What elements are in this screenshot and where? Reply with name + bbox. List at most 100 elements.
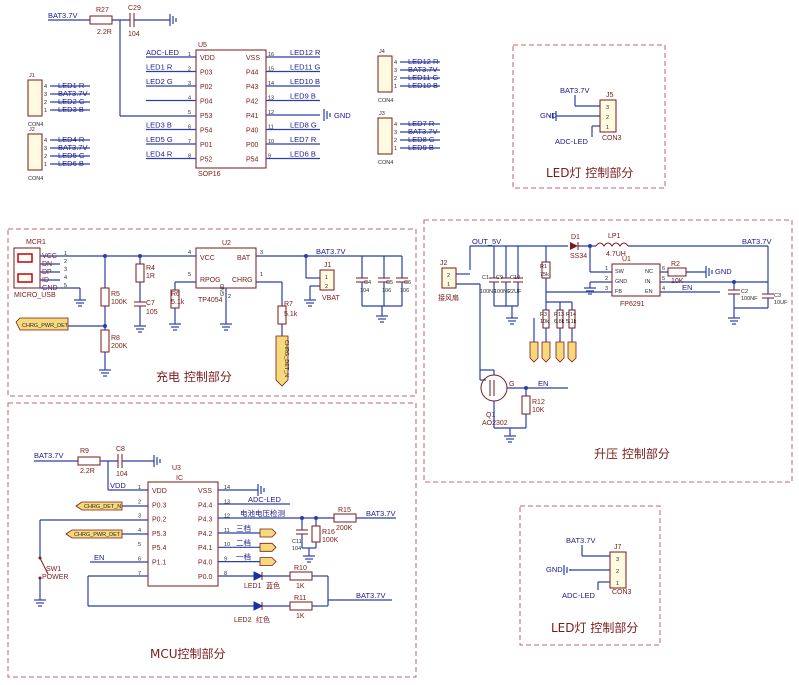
j_right1-net-2: LED11 G <box>408 73 438 82</box>
boost-title: 升压 控制部分 <box>594 446 670 461</box>
j_left2-ref: J2 <box>29 127 35 133</box>
j_left1-net-0: LED1 R <box>58 81 85 90</box>
gnd-symbol-top <box>169 14 177 26</box>
u1-ref: U1 <box>622 256 631 263</box>
r3-ref: R3 <box>540 312 547 318</box>
j5-pin1: 1 <box>606 125 609 131</box>
u5-right-pin-4: P41 <box>246 113 259 120</box>
u5-right-num-5: 11 <box>268 125 274 131</box>
u3-right-num-0: 14 <box>224 485 230 491</box>
r27-ref: R27 <box>96 7 109 14</box>
led-box1: BAT3.7V GND ADC-LED J5 3 2 1 CON3 LED灯 控… <box>540 86 633 180</box>
j_right2-net-3: LED9 B <box>408 143 434 152</box>
j2-pin1: 1 <box>447 282 450 288</box>
j_left1-net-1: BAT3.7V <box>58 89 87 98</box>
q1-g: G <box>509 381 514 388</box>
c11-ref: C11 <box>292 539 302 545</box>
sw1-ref: SW1 <box>46 566 61 573</box>
u5-right-pin-7: P54 <box>246 157 259 164</box>
c7-value: 105 <box>146 309 158 316</box>
j_left1-ref: J1 <box>29 73 35 79</box>
u2-pin-gnd: GND <box>220 284 226 296</box>
chrg-det-n-vertical-port <box>275 335 289 387</box>
u5-left-pin-5: P54 <box>200 128 213 135</box>
u5-left-num-4: 5 <box>188 110 191 116</box>
j1-name: VBAT <box>322 295 340 302</box>
u2-ref: U2 <box>222 240 231 247</box>
u5-left-pin-2: P02 <box>200 84 213 91</box>
boost-section: OUT_5V J2 2 1 接风扇 C1100NFC9100NFC1022UF … <box>438 233 788 443</box>
u2-pin-rpog: RPOG <box>200 277 221 284</box>
u5-left-net-6: LED5 G <box>146 135 173 144</box>
u3-left-pin-3: P5.3 <box>152 531 167 538</box>
r5-value: 100K <box>111 299 128 306</box>
u5-right-net-6: LED7 R <box>290 135 317 144</box>
led-box2-frame <box>519 505 661 646</box>
u3-right-num-5: 9 <box>224 557 227 563</box>
led2-bat: BAT3.7V <box>566 536 595 545</box>
u3-right-pin-6: P0.0 <box>198 574 213 581</box>
mcr-num-4: 5 <box>64 283 67 289</box>
j_left2-pin-1: 3 <box>44 146 47 152</box>
u5-right-num-3: 13 <box>268 96 274 102</box>
top-bat-label: BAT3.7V <box>48 11 77 20</box>
u1-num2: 2 <box>605 276 608 282</box>
j_left2-net-3: LED6 B <box>58 159 84 168</box>
boost-c1-value: 100NF <box>480 289 497 295</box>
u5-left-pin-4: P53 <box>200 113 213 120</box>
q1-name: AO2302 <box>482 420 508 427</box>
u1-pin-nc: NC <box>645 269 653 275</box>
u1-pin-gnd: GND <box>615 279 627 285</box>
u3-left-num-5: 6 <box>138 557 141 563</box>
micro-usb-name: MICRO_USB <box>14 292 56 299</box>
mcu-bat-right: BAT3.7V <box>356 591 385 600</box>
j_left2-pin-3: 1 <box>44 162 47 168</box>
mcu-vdd-label: VDD <box>110 481 126 490</box>
j1-pin2: 2 <box>325 284 328 290</box>
j5-pin3: 3 <box>606 105 609 111</box>
u5-right-net-2: LED10 B <box>290 77 320 86</box>
c6-value: 106 <box>400 288 409 294</box>
u5-left-num-3: 4 <box>188 96 191 102</box>
r9-resistor <box>77 456 101 466</box>
u1-pin-fb: FB <box>615 289 622 295</box>
charge-chrg-vert-label: CHRG_DET_N <box>283 340 289 377</box>
c11-value: 104 <box>292 546 301 552</box>
r27-resistor <box>89 15 113 25</box>
u5-left-num-1: 2 <box>188 67 191 73</box>
gear-label-1: 二档 <box>236 537 251 547</box>
u5-left-pin-7: P52 <box>200 157 213 164</box>
mcr-num-3: 4 <box>64 275 67 281</box>
mcr-num-2: 3 <box>64 267 67 273</box>
c3-value: 10UF <box>774 300 788 306</box>
r10-value: 1K <box>296 583 305 590</box>
j_right2-body <box>377 117 393 155</box>
u2-num4: 4 <box>188 250 191 256</box>
lp1-value: 4.7UH <box>606 251 626 258</box>
d1-name: SS34 <box>570 253 587 260</box>
u3-left-num-0: 1 <box>138 485 141 491</box>
j_right2-pin-3: 1 <box>394 146 397 152</box>
j_right2-pin-0: 4 <box>394 122 397 128</box>
u3-left-num-4: 5 <box>138 542 141 548</box>
r13-value: 6.8k <box>554 319 565 325</box>
mcu-port-chrg-det: CHRG_DET_N <box>84 504 121 510</box>
j_right1-net-0: LED12 R <box>408 57 439 66</box>
r11-resistor <box>289 601 313 611</box>
u2-num2: 2 <box>228 294 231 300</box>
r7-ref: R7 <box>284 301 293 308</box>
j_left1-net-2: LED2 G <box>58 97 85 106</box>
r8-value: 200K <box>111 343 128 350</box>
j7-pin3: 3 <box>616 557 619 563</box>
mcu-en-label: EN <box>94 553 104 562</box>
j_right1-pin-1: 3 <box>394 68 397 74</box>
j_right1-pin-2: 2 <box>394 76 397 82</box>
r9-ref: R9 <box>80 448 89 455</box>
j7-ref: J7 <box>614 544 622 551</box>
gear-label-2: 一档 <box>236 552 251 562</box>
u2-num5: 5 <box>188 272 191 278</box>
u3-left-pin-1: P0.3 <box>152 502 167 509</box>
u5-left-pin-1: P03 <box>200 70 213 77</box>
j7-connector <box>609 551 627 589</box>
